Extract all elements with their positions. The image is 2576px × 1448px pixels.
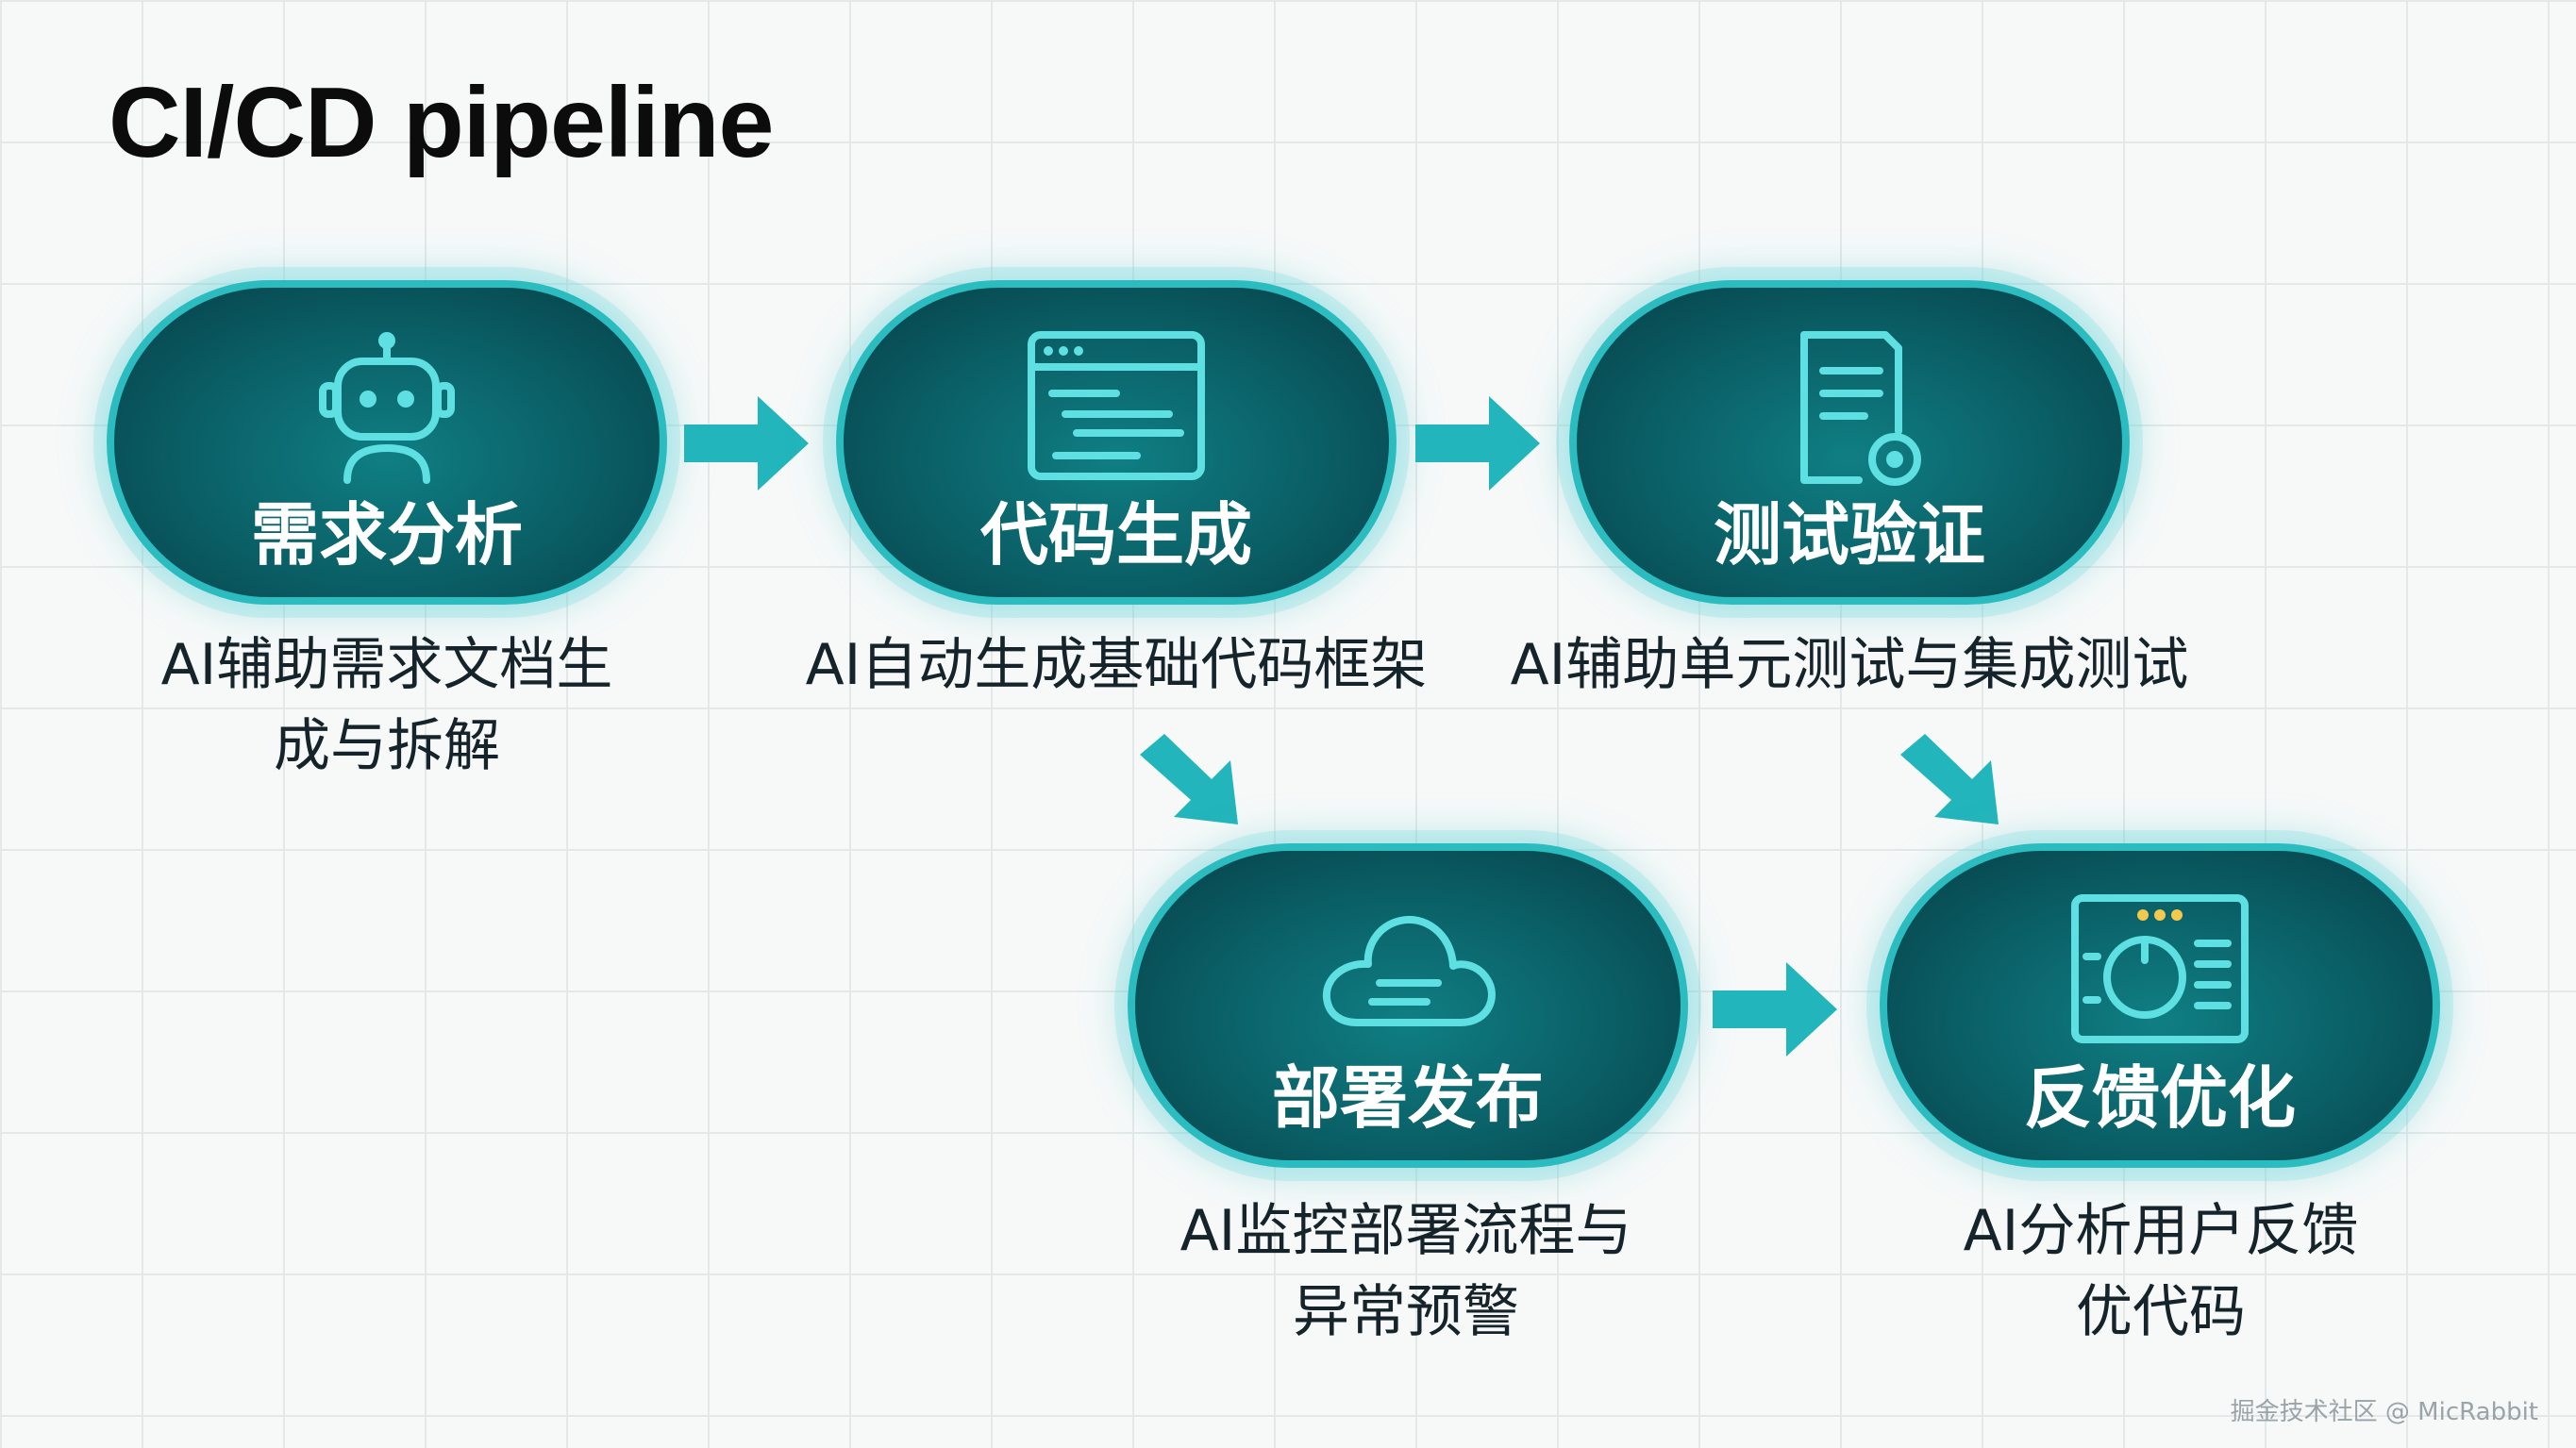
step-requirements-node: 需求分析 [107,280,667,605]
down-right-arrow-icon [1900,734,1999,824]
step-label: 测试验证 [1713,495,1985,574]
right-arrow-icon [684,396,809,491]
test-document-icon [1800,331,1921,486]
step-label: 代码生成 [979,495,1252,574]
page-title: CI/CD pipeline [109,67,775,178]
step-testing-node: 测试验证 [1569,280,2130,605]
step-label: 需求分析 [250,495,523,574]
cloud-icon [1322,915,1496,1026]
dashboard-icon [2071,894,2249,1043]
code-window-icon [1028,331,1205,480]
watermark: 掘金技术社区 @ MicRabbit [2230,1398,2538,1426]
right-arrow-icon [1713,962,1837,1057]
step-description: AI辅助单元测试与集成测试 [1510,632,2189,698]
robot-icon [319,332,455,484]
step-description: AI自动生成基础代码框架 [805,632,1428,698]
step-label: 部署发布 [1271,1058,1544,1138]
step-deploy-node: 部署发布 [1128,843,1688,1168]
down-right-arrow-icon [1140,734,1238,824]
right-arrow-icon [1415,396,1540,491]
step-description: AI分析用户反馈 优代码 [1963,1198,2359,1345]
step-description: AI监控部署流程与 异常预警 [1179,1198,1632,1345]
step-feedback-node: 反馈优化 [1880,843,2440,1168]
step-label: 反馈优化 [2023,1058,2296,1138]
step-codegen-node: 代码生成 [836,280,1397,605]
step-description: AI辅助需求文档生 成与拆解 [160,632,613,779]
